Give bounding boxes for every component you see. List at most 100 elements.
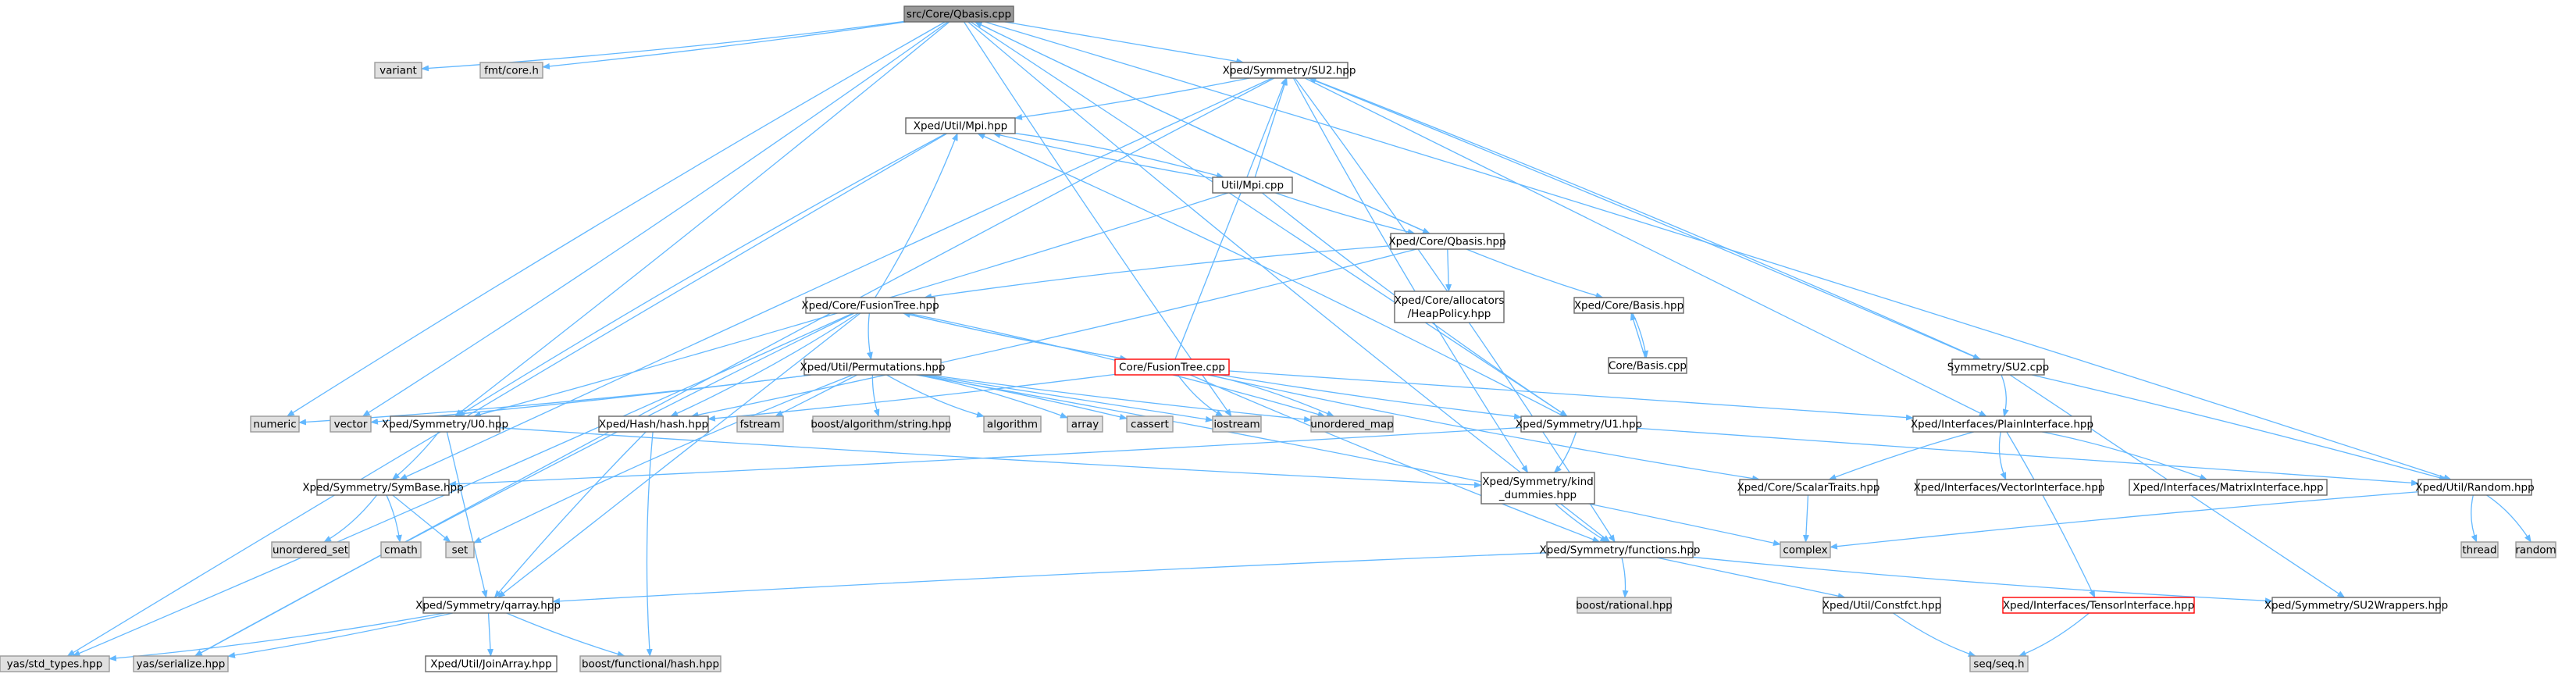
edge-su2hpp-to-yasserialize <box>194 77 1275 657</box>
edge-fusiontreehpp-to-qarray <box>497 312 861 598</box>
edge-su2hpp-to-su2cpp <box>1308 77 1981 360</box>
edge-random-to-thread <box>2471 494 2478 543</box>
node-label: Xped/Util/JoinArray.hpp <box>430 658 551 671</box>
node-box <box>1573 297 1684 314</box>
node-label: cmath <box>384 544 418 557</box>
edge-functions-to-su2wrappers <box>1692 556 2273 604</box>
node-label: Xped/Core/FusionTree.hpp <box>801 300 939 312</box>
node-label: Xped/Symmetry/SU2.hpp <box>1223 65 1356 77</box>
edge-fusiontreecpp-to-u1hpp <box>1220 374 1522 420</box>
node-u0hpp[interactable]: Xped/Symmetry/U0.hpp <box>382 415 508 433</box>
node-box <box>2129 479 2328 496</box>
node-label: Xped/Symmetry/kind <box>1482 476 1593 488</box>
node-algorithm: algorithm <box>983 415 1042 433</box>
node-box <box>390 415 501 433</box>
node-u1hpp[interactable]: Xped/Symmetry/U1.hpp <box>1516 415 1642 433</box>
node-kinddummies[interactable]: Xped/Symmetry/kind_dummies.hpp <box>1480 472 1595 505</box>
node-label: Symmetry/SU2.cpp <box>1947 362 2049 374</box>
edge-root-to-variant <box>421 20 905 72</box>
edge-functions-to-qarray <box>552 552 1548 604</box>
node-cassert: cassert <box>1126 415 1174 433</box>
node-box <box>422 597 554 614</box>
edge-su2cpp-to-plaininterface <box>2001 374 2009 417</box>
node-tensorinterface[interactable]: Xped/Interfaces/TensorInterface.hpp <box>2002 597 2195 614</box>
edge-fusiontreecpp-to-plaininterface <box>1228 370 1914 421</box>
node-su2cpp[interactable]: Symmetry/SU2.cpp <box>1947 358 2049 376</box>
node-box <box>2271 597 2441 614</box>
edge-su2hpp-to-kinddummies <box>1292 77 1529 473</box>
node-joinarray[interactable]: Xped/Util/JoinArray.hpp <box>425 655 558 672</box>
edge-root-to-u1hpp <box>970 21 1568 417</box>
node-qarray[interactable]: Xped/Symmetry/qarray.hpp <box>415 597 561 614</box>
node-mpicpp[interactable]: Util/Mpi.cpp <box>1212 176 1293 194</box>
node-label: variant <box>379 65 417 77</box>
node-mpihpp[interactable]: Xped/Util/Mpi.hpp <box>905 117 1016 134</box>
node-box <box>903 5 1014 23</box>
edge-symbase-to-unorderedset <box>323 494 378 543</box>
node-label: vector <box>334 419 368 431</box>
node-plaininterface[interactable]: Xped/Interfaces/PlainInterface.hpp <box>1911 415 2093 433</box>
node-box <box>1126 415 1174 433</box>
edge-fusiontreecpp-to-fusiontreehpp <box>902 312 1128 360</box>
edge-permutations-to-boostalgo <box>871 374 880 417</box>
node-basishpp[interactable]: Xped/Core/Basis.hpp <box>1573 297 1684 314</box>
edge-qarray-to-joinarray <box>486 612 493 657</box>
edge-qbasishpp-to-heappolicy <box>1445 248 1452 292</box>
edge-hashhpp-to-boostfunctional <box>646 431 654 657</box>
node-root[interactable]: src/Core/Qbasis.cpp <box>903 5 1014 23</box>
node-vectorinterface[interactable]: Xped/Interfaces/VectorInterface.hpp <box>1914 479 2105 496</box>
edge-fusiontreehpp-to-hashhpp <box>670 312 859 417</box>
edge-permutations-to-fstream <box>775 374 858 417</box>
node-yasserialize: yas/serialize.hpp <box>133 655 229 672</box>
node-random[interactable]: Xped/Util/Random.hpp <box>2415 479 2535 496</box>
edge-qbasishpp-to-hashhpp <box>690 248 1417 419</box>
edge-root-to-qbasishpp <box>974 21 1431 234</box>
node-label: Xped/Core/Qbasis.hpp <box>1388 236 1505 248</box>
node-label: boost/functional/hash.hpp <box>582 658 719 671</box>
node-label: _dummies.hpp <box>1498 489 1577 501</box>
node-scalartraits[interactable]: Xped/Core/ScalarTraits.hpp <box>1737 479 1880 496</box>
node-qbasishpp[interactable]: Xped/Core/Qbasis.hpp <box>1388 233 1506 250</box>
node-box <box>1212 415 1262 433</box>
node-label: Xped/Symmetry/qarray.hpp <box>415 600 561 612</box>
node-box <box>803 358 942 376</box>
node-label: Xped/Symmetry/SU2Wrappers.hpp <box>2264 600 2448 612</box>
node-label: Xped/Core/allocators <box>1395 294 1505 307</box>
node-fusiontreecpp[interactable]: Core/FusionTree.cpp <box>1114 358 1230 376</box>
node-box <box>316 479 450 496</box>
edge-plaininterface-to-tensorinterface <box>2006 431 2096 598</box>
edge-fusiontreehpp-to-yastypes <box>72 312 853 657</box>
edge-fusiontreehpp-to-yasserialize <box>194 312 855 657</box>
node-box <box>380 541 422 558</box>
node-label: Xped/Util/Constfct.hpp <box>1822 600 1942 612</box>
node-box <box>330 415 372 433</box>
node-fusiontreehpp[interactable]: Xped/Core/FusionTree.hpp <box>801 297 939 314</box>
edge-qarray-to-boostfunctional <box>506 612 625 658</box>
node-su2wrappers[interactable]: Xped/Symmetry/SU2Wrappers.hpp <box>2264 597 2448 614</box>
node-set: set <box>445 541 475 558</box>
node-box <box>736 415 784 433</box>
node-unorderedmap: unordered_map <box>1310 415 1394 433</box>
node-hashhpp[interactable]: Xped/Hash/hash.hpp <box>598 415 709 433</box>
node-su2hpp[interactable]: Xped/Symmetry/SU2.hpp <box>1223 62 1356 79</box>
node-basiscpp[interactable]: Core/Basis.cpp <box>1608 357 1687 374</box>
node-constfct[interactable]: Xped/Util/Constfct.hpp <box>1822 597 1942 614</box>
node-symbase[interactable]: Xped/Symmetry/SymBase.hpp <box>302 479 464 496</box>
edge-u0hpp-to-symbase <box>391 431 440 480</box>
node-label: Xped/Util/Permutations.hpp <box>800 362 946 374</box>
node-box <box>133 655 229 672</box>
edge-root-to-vector <box>362 21 949 417</box>
edge-mpihpp-to-mpicpp <box>1014 133 1224 179</box>
node-permutations[interactable]: Xped/Util/Permutations.hpp <box>800 358 946 376</box>
node-heappolicy[interactable]: Xped/Core/allocators/HeapPolicy.hpp <box>1394 291 1505 323</box>
edge-u1hpp-to-symbase <box>448 426 1522 487</box>
edge-su2hpp-to-symbase <box>399 77 1273 480</box>
node-box <box>271 541 350 558</box>
edge-permutations-to-unorderedmap <box>928 374 1312 423</box>
node-fstream: fstream <box>736 415 784 433</box>
node-box <box>1310 415 1394 433</box>
node-functions[interactable]: Xped/Symmetry/functions.hpp <box>1540 541 1701 558</box>
node-label: unordered_set <box>273 544 348 557</box>
node-matrixinterface[interactable]: Xped/Interfaces/MatrixInterface.hpp <box>2129 479 2328 496</box>
node-box <box>1577 597 1672 614</box>
